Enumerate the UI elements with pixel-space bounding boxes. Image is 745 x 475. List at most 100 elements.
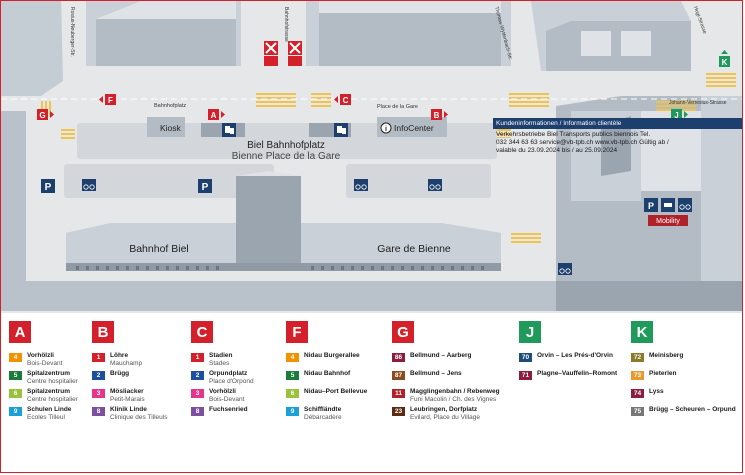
- svg-text:F: F: [108, 96, 113, 105]
- route-number-badge: 5: [286, 371, 299, 380]
- route-destination: Lyss: [649, 388, 664, 396]
- legend-route-row: 5 Nidau Bahnhof: [286, 370, 350, 380]
- customer-info-line: Verkehrsbetriebe Biel Transports publics…: [496, 131, 651, 138]
- legend-stop-letter: F: [286, 321, 308, 343]
- legend-stop-letter: B: [92, 321, 114, 343]
- route-number-badge: 6: [286, 389, 299, 398]
- route-number-badge: 9: [286, 407, 299, 416]
- route-destination: Nidau–Port Bellevue: [304, 388, 367, 396]
- stop-marker-f[interactable]: F: [99, 94, 116, 105]
- stop-marker-b[interactable]: B: [431, 109, 448, 120]
- legend-route-row: 6 Nidau–Port Bellevue: [286, 388, 367, 398]
- route-destination-main: Vorhölzli: [209, 388, 236, 395]
- stop-marker-c[interactable]: C: [334, 94, 351, 105]
- customer-info-header: Kundeninformationen / Information client…: [493, 118, 742, 129]
- route-destination: Nidau Burgerallee: [304, 352, 360, 360]
- route-destination-sub: Débarcadère: [304, 414, 342, 421]
- bike-parking-island: [346, 164, 491, 198]
- route-destination: Orvin – Les Prés-d'Orvin: [537, 352, 613, 360]
- route-destination-main: Meinisberg: [649, 352, 684, 359]
- route-destination-main: Orvin – Les Prés-d'Orvin: [537, 352, 613, 359]
- building-name-fr: Gare de Bienne: [377, 243, 451, 255]
- street-label: Bahnhofstrasse: [283, 7, 289, 42]
- parking-icon: P: [198, 179, 212, 193]
- route-number-badge: 75: [631, 407, 644, 416]
- bicycle-icon: [678, 198, 692, 212]
- route-destination: Plagne–Vauffelin–Romont: [537, 370, 617, 378]
- route-destination-main: Vorhölzli: [27, 352, 54, 359]
- route-number-badge: 6: [9, 389, 22, 398]
- legend-stop-letter: K: [631, 321, 653, 343]
- infocenter-building: [377, 117, 447, 137]
- route-destination: Meinisberg: [649, 352, 683, 360]
- route-destination-sub: Ecoles Tilleul: [27, 414, 65, 421]
- kiosk-label: Kiosk: [160, 123, 182, 133]
- route-number-badge: 23: [392, 407, 405, 416]
- svg-text:C: C: [343, 96, 349, 105]
- kiosk-building: [147, 117, 185, 137]
- stop-marker-a[interactable]: A: [208, 109, 225, 120]
- route-destination: Pieterlen: [649, 370, 676, 378]
- route-destination-main: Nidau Bahnhof: [304, 370, 351, 377]
- legend-route-row: 87 Bellmund – Jens: [392, 370, 462, 380]
- route-destination-main: Löhre: [110, 352, 129, 359]
- route-destination: Brügg: [110, 370, 129, 378]
- customer-info: Kundeninformationen / Information client…: [493, 118, 742, 161]
- route-number-badge: 4: [9, 353, 22, 362]
- customer-info-line: valable du 23.09.2024 bis / au 25.09.202…: [496, 147, 618, 154]
- route-destination-sub: Mauchamp: [110, 360, 143, 367]
- parking-island: [64, 164, 274, 198]
- building: [1, 111, 26, 281]
- route-destination-main: Leubringen, Dorfplatz: [410, 406, 478, 413]
- mobility-badge: [648, 215, 688, 226]
- street-label: Johann-Verresius-Strasse: [669, 100, 727, 106]
- route-number-badge: 11: [392, 389, 405, 398]
- route-destination-main: Schiffländte: [304, 406, 342, 413]
- route-number-badge: 3: [92, 389, 105, 398]
- building: [1, 1, 63, 96]
- route-number-badge: 87: [392, 371, 405, 380]
- bicycle-icon: [82, 179, 96, 191]
- route-destination-sub: Place d'Orpond: [209, 378, 254, 385]
- stop-marker-k[interactable]: K: [719, 50, 730, 67]
- route-destination-main: Bellmund – Jens: [410, 370, 462, 377]
- route-destination-main: Nidau–Port Bellevue: [304, 388, 368, 395]
- route-destination-sub: Bois-Devant: [27, 360, 63, 367]
- ticket-machine-icon: [334, 123, 348, 137]
- route-destination-main: Mösliacker: [110, 388, 144, 395]
- stop-marker-j[interactable]: J: [671, 109, 688, 120]
- legend-stop-letter: G: [392, 321, 414, 343]
- route-destination-main: Nidau Burgerallee: [304, 352, 360, 359]
- route-destination: Fuchsenried: [209, 406, 248, 414]
- no-entry-icon: [264, 41, 302, 66]
- route-destination: Nidau Bahnhof: [304, 370, 350, 378]
- svg-text:A: A: [211, 111, 217, 120]
- street-label: Bahnhofplatz: [154, 103, 186, 109]
- bicycle-icon: [558, 263, 572, 275]
- route-destination-main: Spitalzentrum: [27, 370, 70, 377]
- svg-text:i: i: [385, 126, 387, 133]
- route-number-badge: 5: [9, 371, 22, 380]
- svg-text:B: B: [434, 111, 440, 120]
- stop-marker-g[interactable]: G: [37, 109, 54, 120]
- route-destination-sub: Evilard, Place du Village: [410, 414, 480, 421]
